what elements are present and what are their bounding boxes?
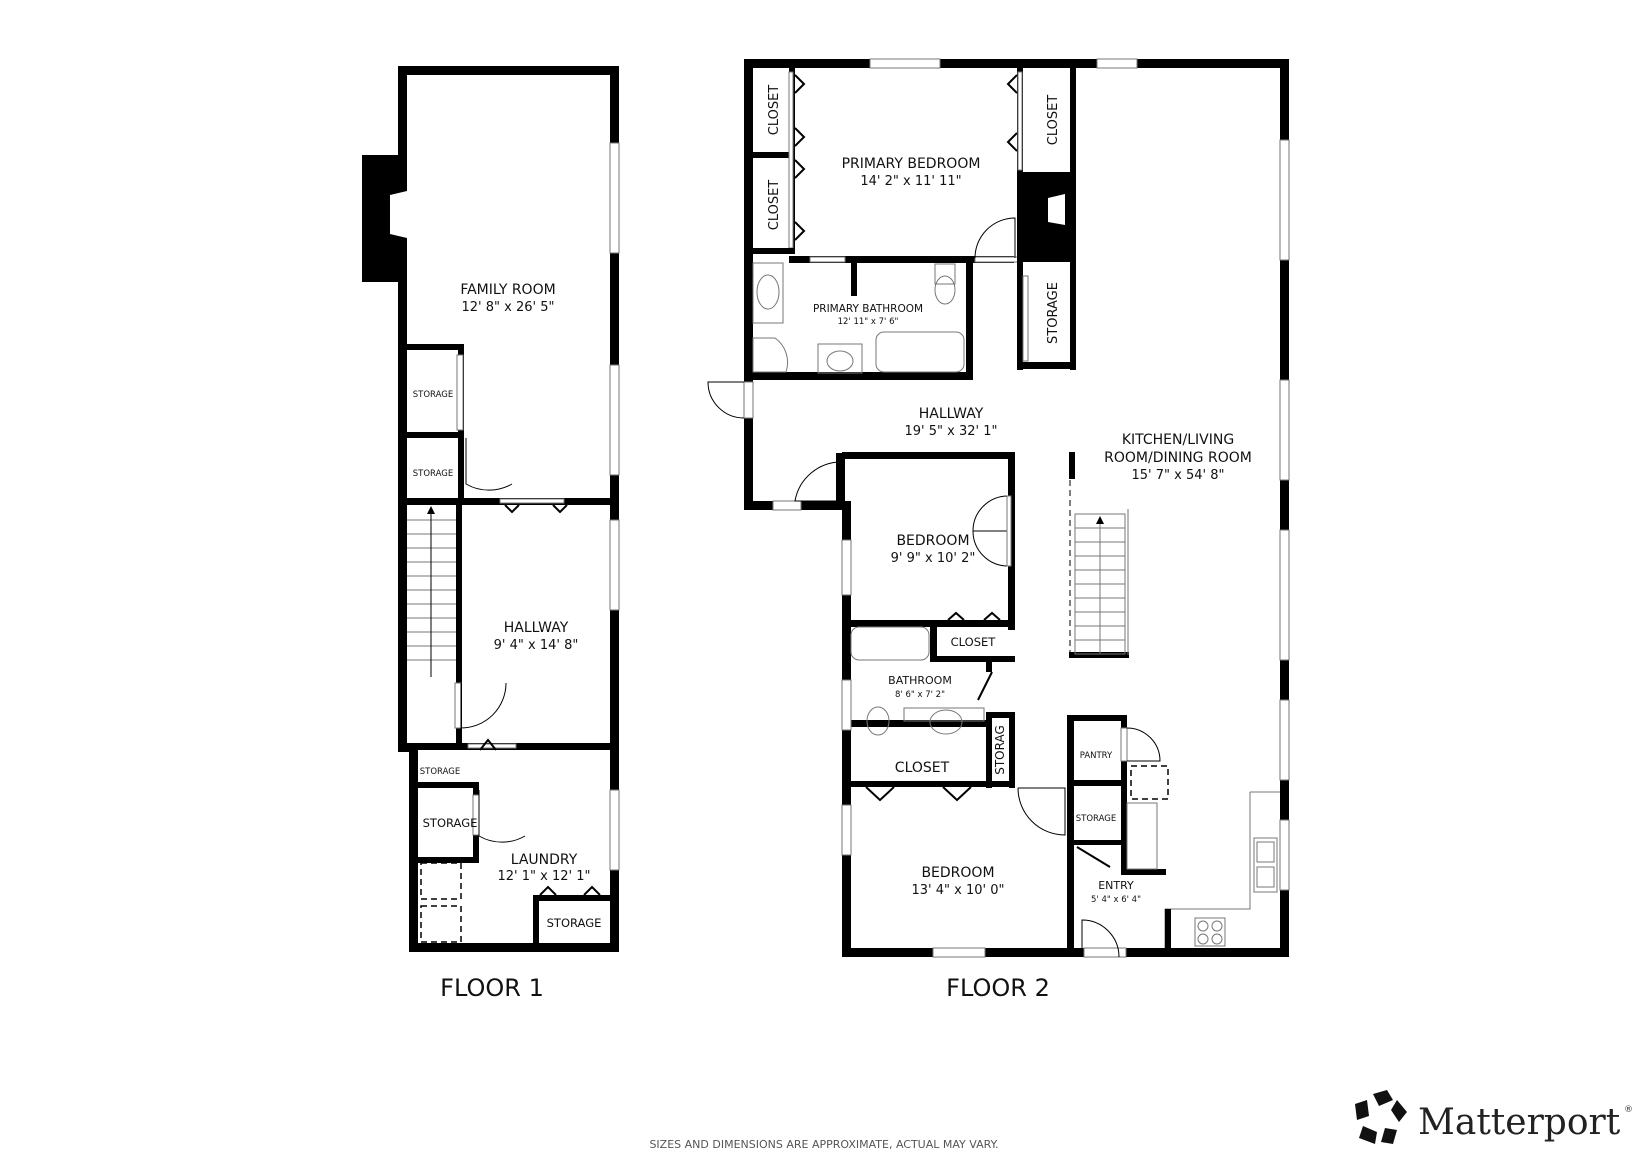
matterport-brand-text: Matterport <box>1418 1102 1621 1143</box>
room-name-primary-bathroom: PRIMARY BATHROOM <box>813 303 923 315</box>
room-name-storage: STORAGE <box>1076 814 1116 824</box>
room-name-closet: CLOSET <box>767 85 782 136</box>
room-name-family-room: FAMILY ROOM <box>460 282 555 298</box>
room-name-bedroom: BEDROOM <box>896 533 969 549</box>
room-name-closet: CLOSET <box>895 760 950 776</box>
room-name-storage: STORAGE <box>547 916 602 930</box>
room-dimensions-kitchen-living: 15' 7" x 54' 8" <box>1132 468 1225 483</box>
stairs <box>407 506 456 677</box>
floor-1-label: FLOOR 1 <box>440 974 544 1002</box>
room-dimensions-primary-bathroom: 12' 11" x 7' 6" <box>838 317 899 327</box>
registered-mark: ® <box>1624 1105 1633 1115</box>
room-name-entry: ENTRY <box>1098 879 1134 892</box>
stairs <box>1074 509 1129 655</box>
room-dimensions-hallway: 9' 4" x 14' 8" <box>494 638 579 653</box>
room-name-storage: STORAGE <box>1046 282 1061 344</box>
room-dimensions-laundry: 12' 1" x 12' 1" <box>498 869 591 884</box>
room-name-closet: CLOSET <box>1046 95 1061 146</box>
room-dimensions-family-room: 12' 8" x 26' 5" <box>462 300 555 315</box>
room-name-storage: STORAG <box>993 725 1007 775</box>
room-name-dining-room: ROOM/DINING ROOM <box>1104 450 1252 466</box>
room-dimensions-primary-bedroom: 14' 2" x 11' 11" <box>860 174 961 189</box>
room-name-storage: STORAGE <box>413 469 453 479</box>
room-name-kitchen-living: KITCHEN/LIVING <box>1122 432 1234 448</box>
disclaimer-text: SIZES AND DIMENSIONS ARE APPROXIMATE, AC… <box>649 1138 998 1151</box>
room-name-laundry: LAUNDRY <box>511 852 578 868</box>
floor-1-plan: FAMILY ROOM 12' 8" x 26' 5" STORAGE STOR… <box>362 66 620 1002</box>
room-dimensions-hallway: 19' 5" x 32' 1" <box>905 424 998 439</box>
room-name-hallway: HALLWAY <box>919 406 984 422</box>
room-name-storage: STORAGE <box>423 816 478 830</box>
room-name-storage: STORAGE <box>420 767 460 777</box>
room-name-hallway: HALLWAY <box>504 620 569 636</box>
room-name-bedroom: BEDROOM <box>921 865 994 881</box>
room-dimensions-bedroom: 13' 4" x 10' 0" <box>912 883 1005 898</box>
room-name-primary-bedroom: PRIMARY BEDROOM <box>842 156 981 172</box>
floor-2-label: FLOOR 2 <box>946 974 1050 1002</box>
matterport-logo-icon <box>1355 1090 1407 1144</box>
floor-2-plan: CLOSET CLOSET CLOSET STORAGE PRIMARY BED… <box>707 58 1290 1002</box>
room-name-closet: CLOSET <box>951 635 997 649</box>
room-dimensions-bedroom: 9' 9" x 10' 2" <box>891 551 976 566</box>
room-dimensions-bathroom: 8' 6" x 7' 2" <box>895 690 945 700</box>
room-name-storage: STORAGE <box>413 390 453 400</box>
room-name-bathroom: BATHROOM <box>888 674 952 687</box>
room-name-closet: CLOSET <box>767 180 782 231</box>
room-name-pantry: PANTRY <box>1080 751 1113 761</box>
room-dimensions-entry: 5' 4" x 6' 4" <box>1091 895 1141 905</box>
